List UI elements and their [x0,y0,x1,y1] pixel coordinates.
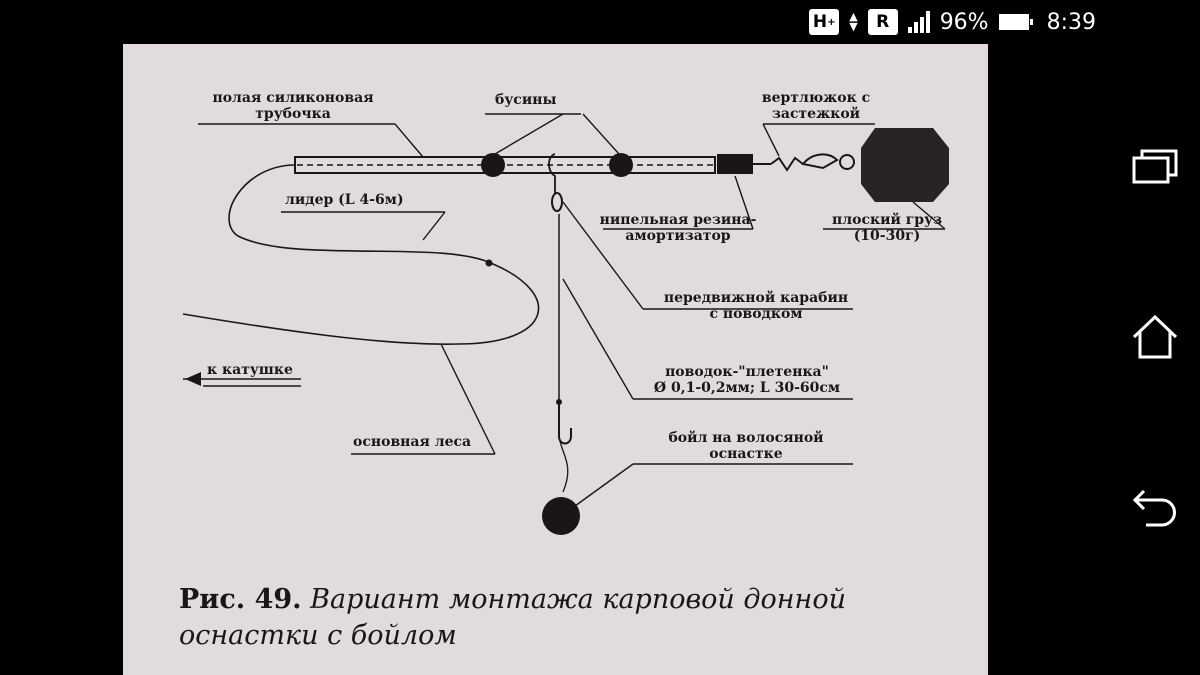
network-type: H [812,12,828,32]
label-weight: плоский груз (10-30г) [832,212,942,244]
bead-left [481,153,505,177]
recents-button[interactable] [1125,136,1185,196]
rubber-shock-absorber [717,154,753,174]
rig-diagram [182,113,949,535]
sliding-carabiner [548,153,556,194]
status-bar: H+ ▲▼ R 96% 8:39 [0,0,1110,44]
label-beads: бусины [495,92,557,108]
signal-strength-icon [907,11,930,33]
scanned-page-image: полая силиконовая трубочка бусины вертлю… [123,44,988,675]
home-button[interactable] [1125,307,1185,367]
network-type-icon: H+ [809,9,840,35]
bead-right [609,153,633,177]
boilie [542,497,580,535]
caption-text: Вариант монтажа карповой донной оснастки… [179,584,846,651]
network-plus: + [827,16,836,28]
clock: 8:39 [1046,9,1096,35]
navigation-bar [1110,0,1200,675]
back-icon [1132,490,1176,527]
label-carabiner: передвижной карабин с поводком [663,290,849,322]
leader-line [182,164,540,345]
label-rubber: нипельная резина- амортизатор [599,212,757,244]
swivel-snap [753,153,839,172]
caption-number: Рис. 49. [179,584,302,615]
hook [558,402,572,445]
roaming-label: R [876,12,890,32]
recents-icon [1132,149,1178,184]
data-activity-icon: ▲▼ [849,10,858,33]
label-hook-link: поводок-"плетенка" Ø 0,1-0,2мм; L 30-60с… [653,364,841,396]
label-silicone-tube: полая силиконовая трубочка [212,90,374,122]
battery-percentage: 96% [939,9,989,35]
figure-caption: Рис. 49. Вариант монтажа карповой донной… [179,582,959,654]
label-boilie: бойл на волосяной оснастке [668,430,824,462]
label-leader: лидер (L 4-6м) [285,192,404,208]
flat-weight [861,128,949,202]
label-swivel: вертлюжок с застежкой [761,90,871,122]
label-main-line: основная леса [353,434,472,450]
back-button[interactable] [1125,479,1185,539]
label-to-reel: к катушке [207,362,293,378]
home-icon [1132,315,1178,359]
roaming-icon: R [867,9,898,35]
battery-icon [998,14,1033,30]
